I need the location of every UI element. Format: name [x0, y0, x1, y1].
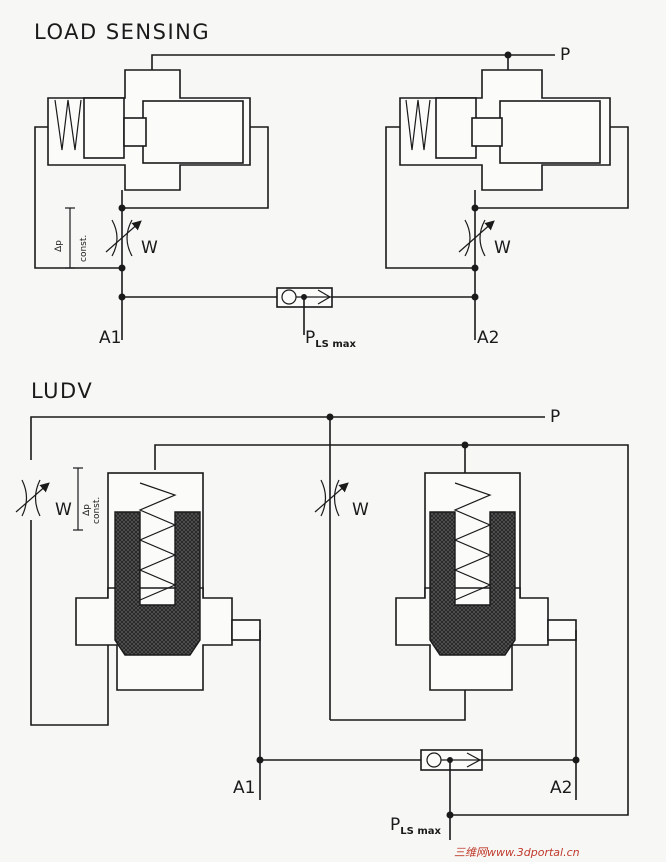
orifice-left-bottom — [15, 479, 50, 517]
port-a2-bottom: A2 — [550, 778, 572, 798]
delta-p-bracket-top — [65, 207, 75, 269]
pls-label-top: PLS max — [305, 328, 356, 350]
ludv-valve-right — [395, 472, 580, 800]
compensator-right-top — [385, 69, 629, 340]
delta-p-label-top: Δp — [54, 240, 64, 252]
orifice-right-top — [458, 219, 495, 257]
shuttle-valve-bottom — [260, 749, 576, 840]
pump-line-bottom — [30, 413, 545, 726]
shuttle-valve-top — [122, 287, 475, 335]
orifice-left-top — [105, 219, 142, 257]
ls-line-bottom — [154, 441, 629, 816]
title-load-sensing: LOAD SENSING — [34, 20, 210, 44]
orifice-label-left-top: W — [141, 238, 158, 258]
compensator-left-top — [34, 69, 269, 340]
port-a2-top: A2 — [477, 328, 499, 348]
ludv-valve-left — [75, 472, 264, 800]
delta-p-label-bottom: Δp — [82, 504, 92, 516]
orifice-label-right-top: W — [494, 238, 511, 258]
port-a1-top: A1 — [99, 328, 121, 348]
pump-line-top — [151, 51, 555, 70]
const-label-bottom: const. — [92, 497, 102, 524]
const-label-top: const. — [79, 235, 89, 262]
pump-label-top: P — [560, 45, 570, 65]
orifice-label-mid-bottom: W — [352, 500, 369, 520]
orifice-label-left-bottom: W — [55, 500, 72, 520]
orifice-mid-bottom — [314, 479, 349, 517]
watermark: 三维网www.3dportal.cn — [454, 846, 580, 859]
pls-label-bottom: PLS max — [390, 815, 441, 837]
pump-label-bottom: P — [550, 407, 560, 427]
delta-p-bracket-bottom — [73, 467, 83, 531]
port-a1-bottom: A1 — [233, 778, 255, 798]
title-ludv: LUDV — [31, 379, 93, 403]
